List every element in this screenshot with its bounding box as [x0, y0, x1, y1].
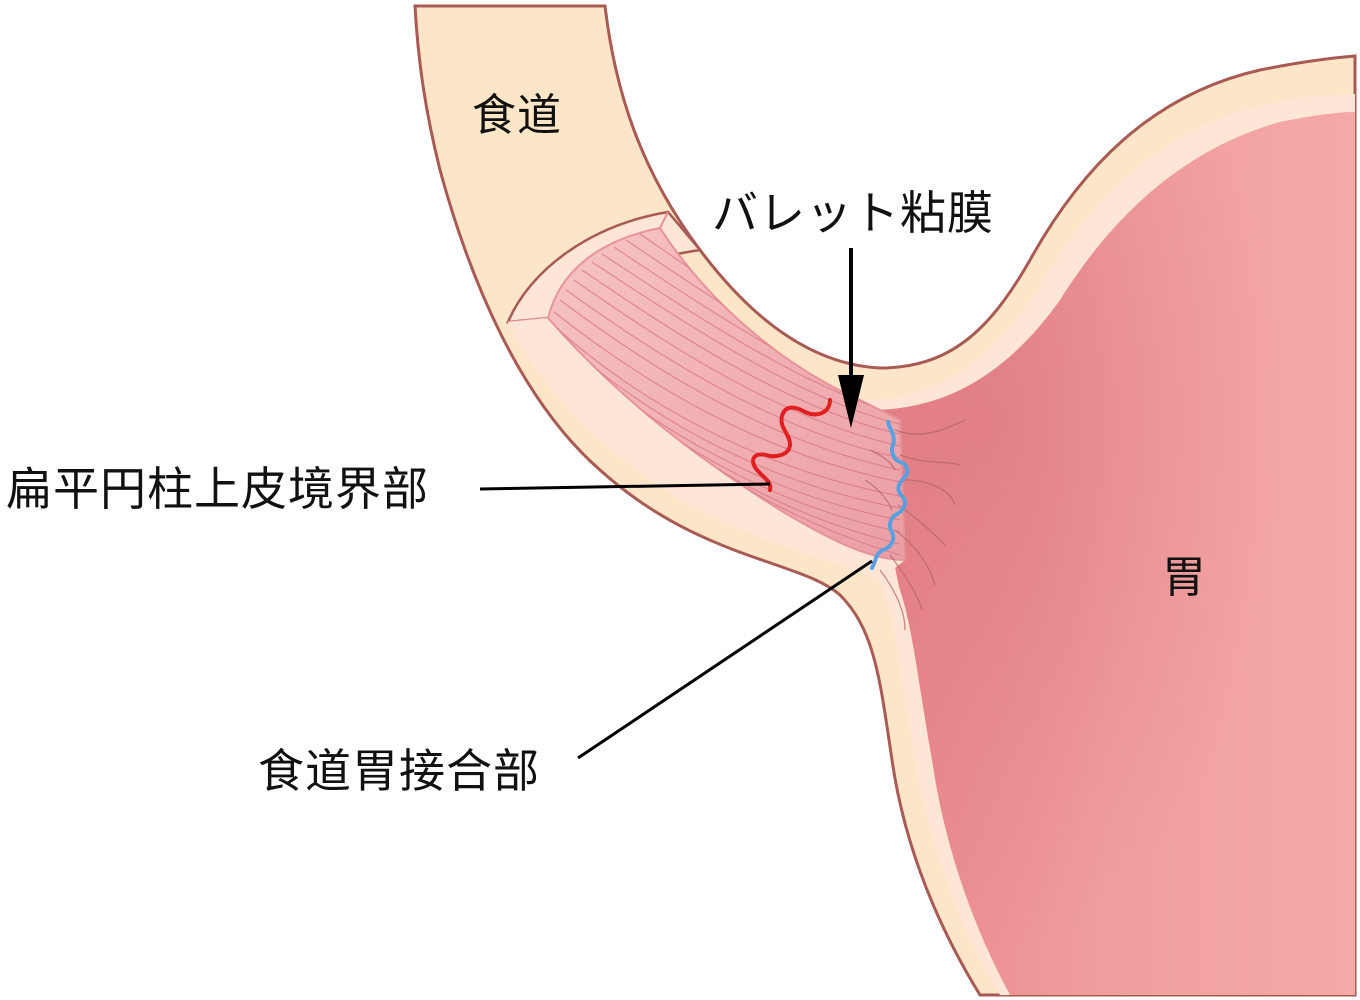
gastric-folds — [864, 419, 966, 631]
label-stomach: 胃 — [1162, 552, 1207, 603]
stomach-mucosa — [870, 112, 1355, 995]
label-esophagogastric-junction: 食道胃接合部 — [258, 744, 540, 798]
scj-leader-line — [479, 482, 771, 491]
label-esophagus: 食道 — [472, 90, 562, 141]
barrett-arrow — [838, 248, 864, 428]
squamocolumnar-junction-line — [751, 398, 832, 492]
esophagus-inner-layer — [508, 318, 905, 580]
egj-leader-line — [577, 559, 873, 760]
label-squamocolumnar-junction: 扁平円柱上皮境界部 — [6, 462, 429, 516]
label-barrett-mucosa: バレット粘膜 — [712, 186, 994, 240]
esophageal-mucosa — [546, 226, 907, 562]
esophagogastric-junction-line — [870, 420, 910, 570]
